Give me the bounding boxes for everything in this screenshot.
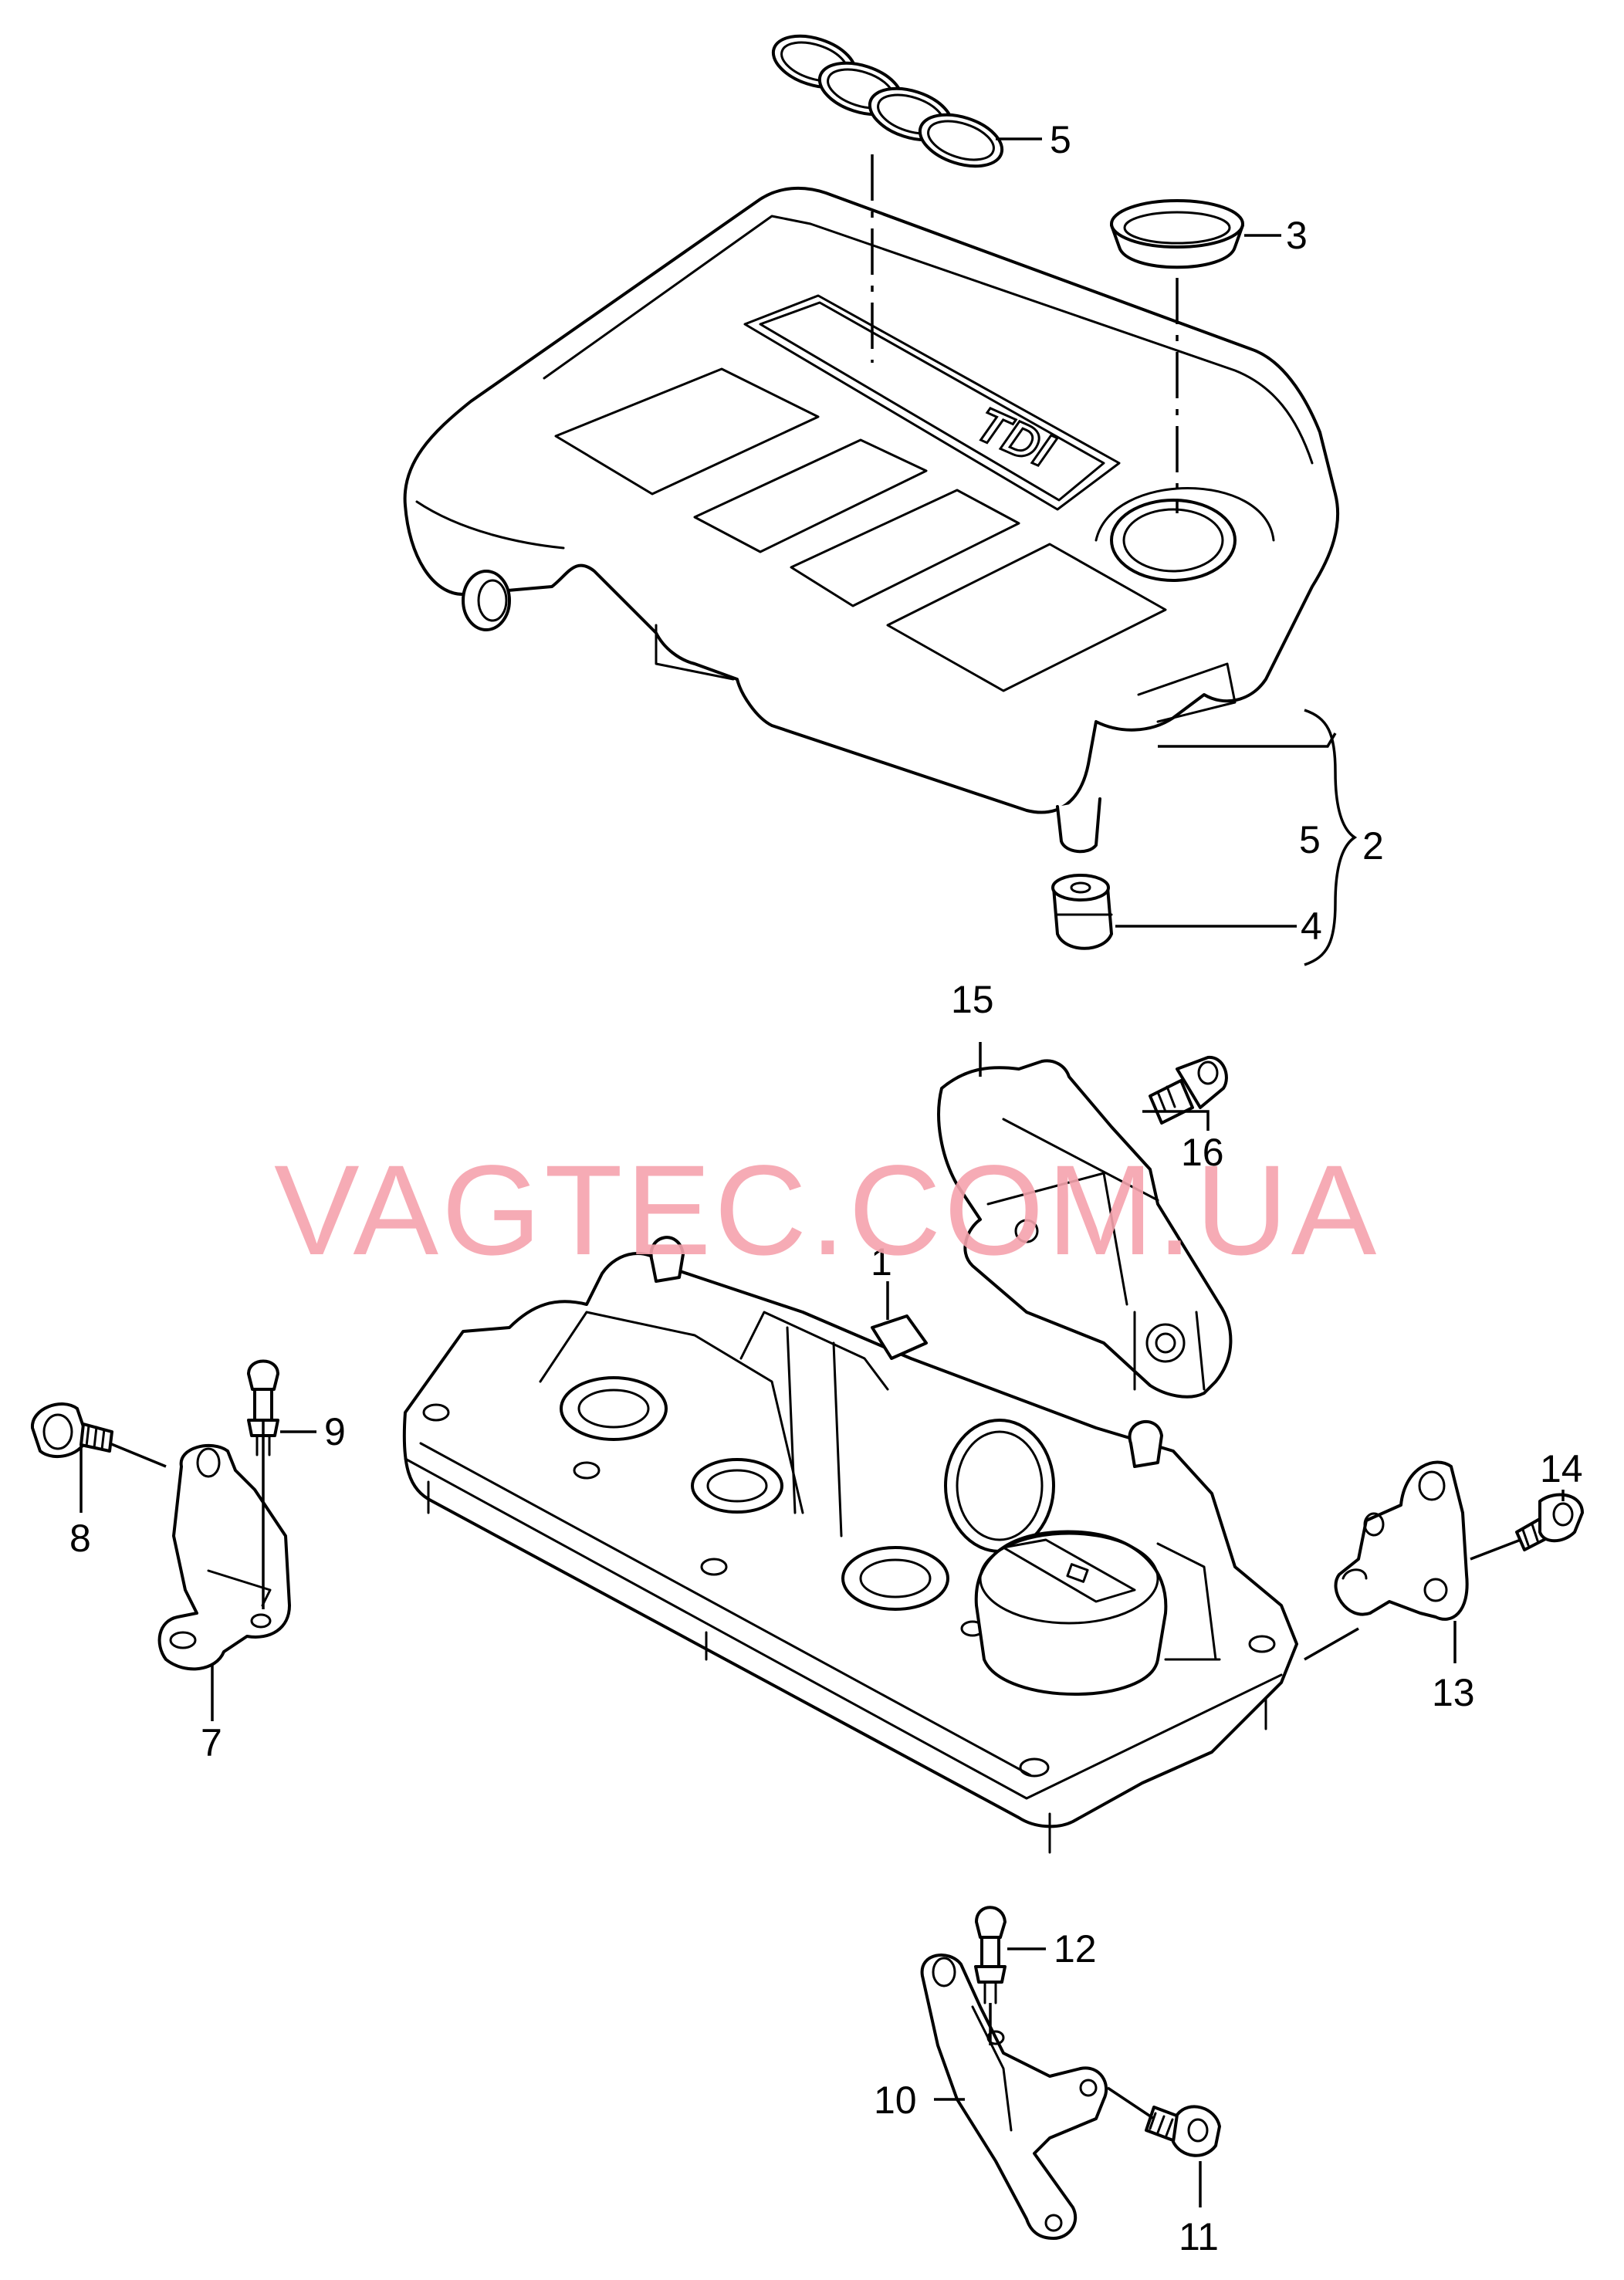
callout-13: 13 bbox=[1432, 1671, 1475, 1714]
callout-16: 16 bbox=[1181, 1131, 1224, 1174]
emblem-rings-part-5[interactable] bbox=[766, 26, 1008, 175]
cover-mount-knob bbox=[462, 570, 511, 631]
valve-cover-part-1[interactable] bbox=[402, 1236, 1298, 1854]
bolt-part-14[interactable] bbox=[1515, 1493, 1584, 1551]
callout-4: 4 bbox=[1301, 905, 1322, 948]
callout-2: 2 bbox=[1362, 824, 1384, 868]
grommet-part-4[interactable] bbox=[1051, 874, 1113, 950]
stud-part-12[interactable] bbox=[974, 1906, 1007, 2004]
callout-9: 9 bbox=[324, 1410, 346, 1453]
callout-7: 7 bbox=[201, 1721, 222, 1764]
callout-3: 3 bbox=[1286, 214, 1308, 257]
callout-15: 15 bbox=[951, 978, 994, 1021]
bracket-part-13[interactable] bbox=[1334, 1460, 1469, 1621]
cap-part-3[interactable] bbox=[1110, 199, 1244, 269]
oil-filler-cap bbox=[974, 1530, 1168, 1696]
stud-part-9[interactable] bbox=[247, 1359, 279, 1456]
bolt-part-11[interactable] bbox=[1145, 2105, 1221, 2157]
bolt-part-8[interactable] bbox=[31, 1402, 113, 1459]
callout-labels: 5 3 5 2 4 15 16 1 9 8 7 14 13 12 10 11 bbox=[69, 118, 1583, 2258]
cover-filler-opening bbox=[1095, 487, 1275, 582]
bracket-part-10[interactable] bbox=[920, 1954, 1108, 2240]
callout-14: 14 bbox=[1540, 1447, 1583, 1490]
callout-5-top: 5 bbox=[1050, 118, 1071, 161]
watermark: VAGTEC.COM.UA bbox=[274, 1139, 1379, 1282]
callout-5-side: 5 bbox=[1299, 818, 1321, 861]
callout-1: 1 bbox=[871, 1240, 892, 1284]
heat-shield-part-15[interactable] bbox=[937, 1059, 1233, 1399]
leader-lines bbox=[80, 137, 1565, 2207]
callout-12: 12 bbox=[1054, 1927, 1097, 1970]
callout-11: 11 bbox=[1179, 2215, 1219, 2258]
callout-10: 10 bbox=[874, 2079, 917, 2122]
bolt-part-16[interactable] bbox=[1149, 1055, 1228, 1125]
engine-cover-part-2[interactable]: TDI bbox=[403, 186, 1340, 854]
bracket-part-7[interactable] bbox=[157, 1443, 291, 1671]
callout-8: 8 bbox=[69, 1517, 91, 1560]
